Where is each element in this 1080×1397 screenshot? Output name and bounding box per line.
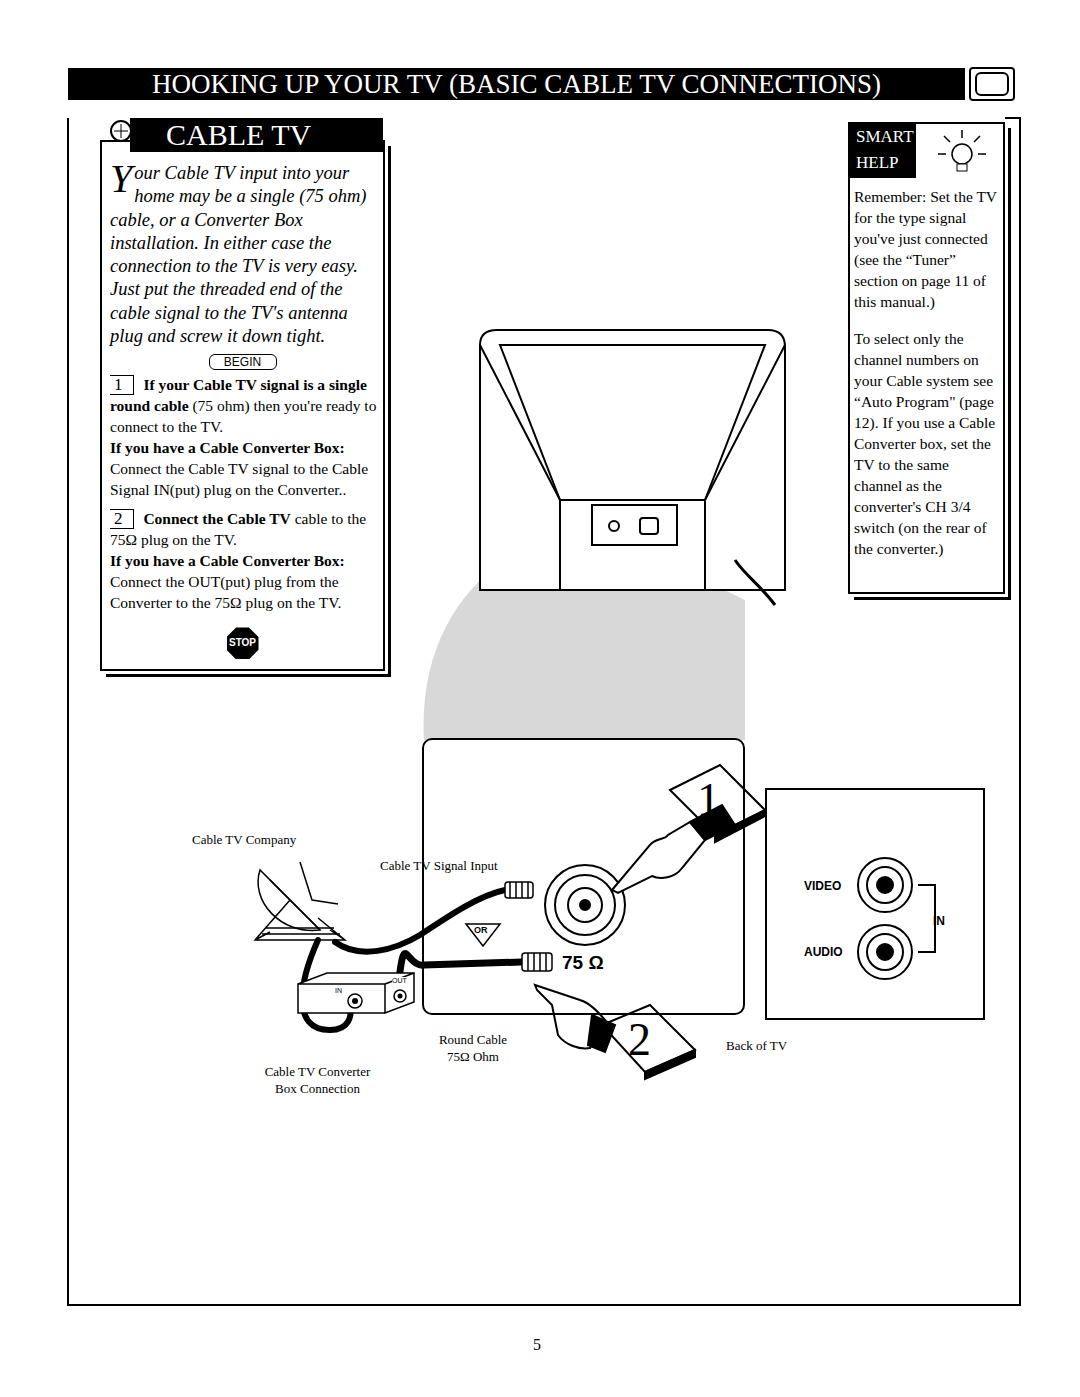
illustration-part <box>970 68 1014 100</box>
illustration-part <box>612 822 705 893</box>
caption-label: Round Cable 75Ω Ohm <box>428 1031 518 1065</box>
step-row: If you have a Cable Converter Box: <box>102 437 383 458</box>
step-text: Connect the OUT(put) plug from the Conve… <box>110 573 341 611</box>
step-text: Connect the Cable TV <box>143 510 290 527</box>
illustration-part <box>858 858 912 912</box>
illustration-part <box>528 953 546 971</box>
step-row: 1 If your Cable TV signal is a single ro… <box>102 374 383 437</box>
step-row: Connect the Cable TV signal to the Cable… <box>102 458 383 500</box>
illustration-part <box>335 890 505 952</box>
illustration-part <box>480 345 785 500</box>
caption-label: Back of TV <box>726 1037 787 1054</box>
illustration-part <box>592 505 677 545</box>
illustration-part <box>111 121 131 141</box>
tv-back-panel: 75 Ω <box>422 738 745 1015</box>
callout-box-2 <box>602 1005 695 1079</box>
illustration-part <box>68 118 1020 1305</box>
illustration-part <box>609 521 619 531</box>
av-jacks <box>858 858 935 979</box>
illustration-part <box>262 928 340 934</box>
pointing-hand-2 <box>535 985 615 1052</box>
illustration-part <box>510 882 528 898</box>
step-row: If you have a Cable Converter Box: <box>102 550 383 571</box>
illustration-part <box>424 962 522 965</box>
input-label: IN <box>933 914 945 928</box>
coax-cable <box>400 954 422 974</box>
illustration-part <box>858 925 912 979</box>
step-number: 2 <box>110 509 134 529</box>
step-row: Connect the OUT(put) plug from the Conve… <box>102 571 383 613</box>
input-label: AUDIO <box>804 945 843 959</box>
illustration-part <box>640 518 658 534</box>
illustration-part <box>735 560 775 605</box>
or-triangle <box>466 924 500 946</box>
jack-label: OUT <box>392 977 407 985</box>
callout-number: 2 <box>628 1015 651 1065</box>
rf-jack <box>545 865 625 945</box>
step-text: If you have a Cable Converter Box: <box>110 552 345 569</box>
input-label: VIDEO <box>804 879 841 893</box>
illustration-part <box>918 885 935 952</box>
illustration-part <box>877 877 893 893</box>
illustration-part <box>976 73 1008 95</box>
help-note: To select only the channel numbers on yo… <box>850 328 1003 559</box>
stop-sign: STOP <box>227 627 259 659</box>
page-title: HOOKING UP YOUR TV (BASIC CABLE TV CONNE… <box>68 68 965 100</box>
caption-label: Cable TV Converter Box Connection <box>255 1063 380 1097</box>
smart-help-box: SMART HELP Remember: Set the TV for the t… <box>848 122 1005 594</box>
illustration-part <box>480 330 785 590</box>
illustration-part <box>255 900 345 940</box>
illustration-part <box>560 500 705 590</box>
callout-number: 1 <box>697 775 720 825</box>
caption-label: OR <box>474 925 488 935</box>
illustration-part <box>270 862 338 930</box>
instruction-panel: CABLE TVYour Cable TV input into your ho… <box>100 140 385 671</box>
illustration-part <box>580 900 590 910</box>
illustration-part <box>867 934 903 970</box>
jack-label: IN <box>335 987 342 995</box>
illustration-part <box>114 124 128 138</box>
step-text: If you have a Cable Converter Box: <box>110 439 345 456</box>
intro-text: Your Cable TV input into your home may b… <box>102 162 383 348</box>
cable-tv-icon <box>111 121 131 141</box>
lightbulb-icon <box>922 124 1002 180</box>
page-number: 5 <box>533 1335 541 1355</box>
illustration-part <box>505 882 533 898</box>
dish <box>255 862 345 940</box>
illustration-part <box>500 345 765 500</box>
impedance-label: 75 Ω <box>562 952 604 974</box>
illustration-part <box>867 867 903 903</box>
illustration-part <box>877 944 893 960</box>
step-row: 2 Connect the Cable TV cable to the 75Ω … <box>102 508 383 550</box>
av-input-panel: VIDEO IN AUDIO <box>765 788 985 1020</box>
caption-label: Cable TV Signal Input <box>380 857 498 874</box>
illustration-part <box>588 1015 615 1052</box>
illustration-part <box>645 1050 695 1079</box>
caption-label: Cable TV Company <box>192 831 296 848</box>
begin-mark: BEGIN <box>209 354 277 370</box>
illustration-part <box>555 875 615 935</box>
smart-help-heading: SMART HELP <box>850 124 916 178</box>
tv-back <box>480 330 785 605</box>
step-number: 1 <box>110 375 134 395</box>
plugs <box>505 882 552 971</box>
illustration-part <box>568 888 602 922</box>
frame <box>68 68 1020 1305</box>
help-note: Remember: Set the TV for the type signal… <box>850 186 1003 312</box>
illustration-part <box>545 865 625 945</box>
converter-box: IN OUT <box>297 972 415 1014</box>
step-text: Connect the Cable TV signal to the Cable… <box>110 460 368 498</box>
panel-heading: CABLE TV <box>130 118 383 152</box>
illustration-part <box>522 953 552 971</box>
